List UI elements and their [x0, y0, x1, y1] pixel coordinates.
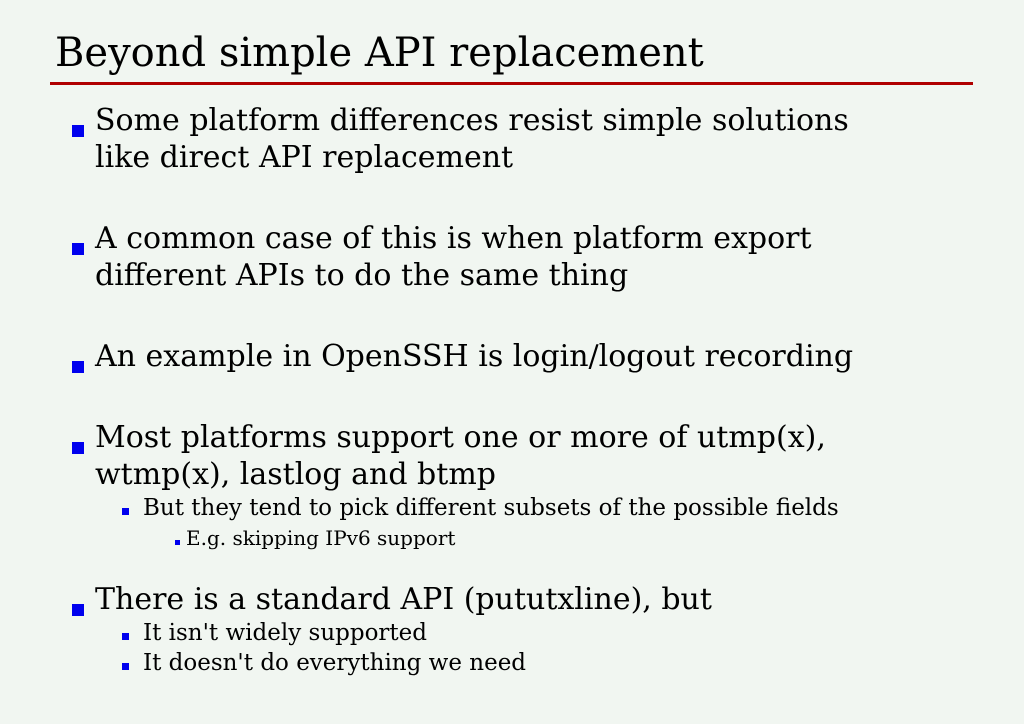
bullet-square-icon	[175, 540, 180, 545]
bullet-text: Some platform differences resist simple …	[95, 103, 849, 175]
bullet-item: There is a standard API (pututxline), bu…	[72, 581, 892, 618]
sub-bullet-item: But they tend to pick different subsets …	[72, 493, 952, 523]
bullet-square-icon	[122, 663, 129, 670]
sub-bullet-text: But they tend to pick different subsets …	[143, 495, 839, 521]
bullet-item: Most platforms support one or more of ut…	[72, 419, 892, 493]
title-rule	[50, 82, 973, 85]
sub-bullet-text: It doesn't do everything we need	[143, 650, 527, 676]
bullet-square-icon	[72, 243, 84, 255]
sub-sub-bullet-item: E.g. skipping IPv6 support	[72, 523, 952, 553]
bullet-item: A common case of this is when platform e…	[72, 220, 892, 294]
bullet-square-icon	[122, 508, 129, 515]
bullet-square-icon	[72, 125, 84, 137]
bullet-square-icon	[122, 633, 129, 640]
bullet-list: Some platform differences resist simple …	[72, 102, 952, 678]
bullet-item: Some platform differences resist simple …	[72, 102, 892, 176]
sub-sub-bullet-text: E.g. skipping IPv6 support	[186, 526, 456, 550]
bullet-text: Most platforms support one or more of ut…	[95, 420, 826, 492]
bullet-square-icon	[72, 604, 84, 616]
sub-bullet-text: It isn't widely supported	[143, 620, 428, 646]
bullet-item: An example in OpenSSH is login/logout re…	[72, 338, 892, 375]
slide-title: Beyond simple API replacement	[55, 30, 704, 76]
sub-bullet-item: It isn't widely supported	[72, 618, 952, 648]
bullet-text: A common case of this is when platform e…	[95, 221, 812, 293]
bullet-square-icon	[72, 361, 84, 373]
bullet-text: An example in OpenSSH is login/logout re…	[95, 339, 854, 374]
bullet-square-icon	[72, 442, 84, 454]
sub-bullet-item: It doesn't do everything we need	[72, 648, 952, 678]
bullet-text: There is a standard API (pututxline), bu…	[95, 582, 712, 617]
